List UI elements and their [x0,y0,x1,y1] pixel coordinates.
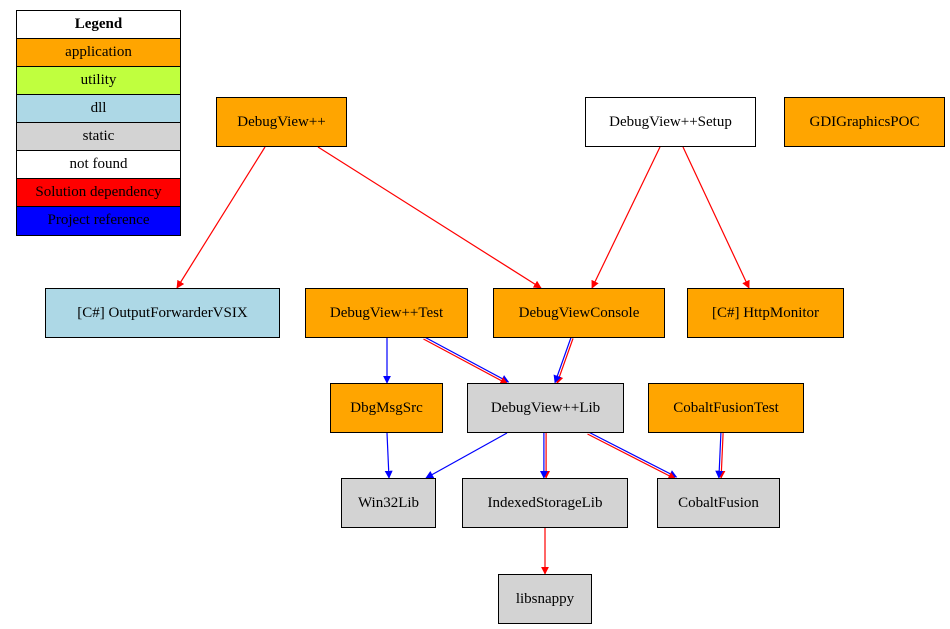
edge-setup-to-http-solution [682,146,750,289]
node-dbgmsg: DbgMsgSrc [330,383,443,433]
edge-debugview-to-forwarder-solution [176,146,266,289]
edge-lib-to-win32-project [425,432,508,479]
legend-title: Legend [17,11,180,39]
edge-dbgmsg-to-win32-project [384,432,393,479]
node-indexed: IndexedStorageLib [462,478,628,528]
edge-console-to-lib-solution [555,338,574,385]
edge-test-to-lib-solution [423,338,509,385]
edge-debugview-to-console-solution [317,146,542,289]
node-gdi: GDIGraphicsPOC [784,97,945,147]
edge-console-to-lib-project [553,337,572,384]
edge-setup-to-console-solution [591,146,661,289]
legend-item-not-found: not found [17,151,180,179]
legend-item-utility: utility [17,67,180,95]
legend: Legend application utility dll static no… [16,10,181,236]
node-test: DebugView++Test [305,288,468,338]
node-console: DebugViewConsole [493,288,665,338]
edge-lib-to-cobalt-solution [587,433,677,480]
node-snappy: libsnappy [498,574,592,624]
edge-lib-to-cobalt-project [588,431,678,478]
node-forwarder: [C#] OutputForwarderVSIX [45,288,280,338]
legend-item-solution-dependency: Solution dependency [17,179,180,207]
node-lib: DebugView++Lib [467,383,624,433]
legend-item-dll: dll [17,95,180,123]
legend-item-static: static [17,123,180,151]
legend-item-application: application [17,39,180,67]
node-cobalt: CobaltFusion [657,478,780,528]
node-debugview: DebugView++ [216,97,347,147]
node-cobalttest: CobaltFusionTest [648,383,804,433]
edge-cobalttest-to-cobalt-project [715,432,724,479]
node-win32: Win32Lib [341,478,436,528]
node-setup: DebugView++Setup [585,97,756,147]
edge-test-to-lib-project [424,336,510,383]
edge-cobalttest-to-cobalt-solution [717,433,726,479]
node-http: [C#] HttpMonitor [687,288,844,338]
legend-item-project-reference: Project reference [17,207,180,235]
